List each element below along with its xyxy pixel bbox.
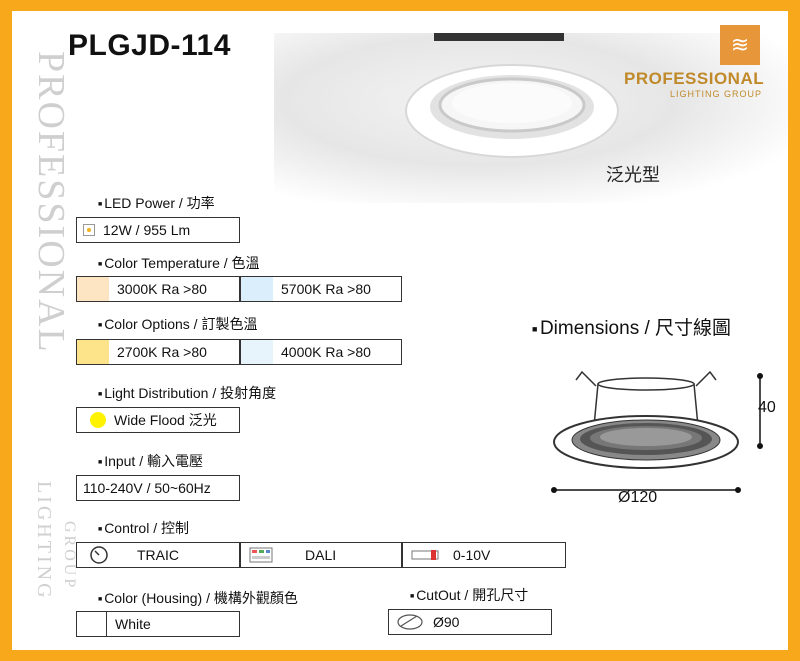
brand-name: PROFESSIONAL — [624, 69, 765, 88]
control-option-traic: TRAIC — [76, 542, 240, 568]
dimension-height: 40 — [758, 399, 776, 416]
led-power-text: 12W / 955 Lm — [103, 222, 191, 238]
control-text-dali: DALI — [305, 547, 337, 563]
color-option-2: 4000K Ra >80 — [240, 339, 402, 365]
color-temp-text-1: 3000K Ra >80 — [117, 281, 207, 297]
color-temp-option-1: 3000K Ra >80 — [76, 276, 240, 302]
warm-swatch — [77, 277, 109, 301]
control-option-dali: DALI — [240, 542, 402, 568]
brand-logo: ≋ PROFESSIONAL LIGHTING GROUP — [624, 25, 784, 105]
cutout-saw-icon — [397, 614, 423, 630]
input-text: 110-240V / 50~60Hz — [83, 480, 211, 496]
color-option-text-2: 4000K Ra >80 — [281, 344, 371, 360]
light-distribution-text: Wide Flood 泛光 — [114, 412, 217, 428]
color-temperature-label: Color Temperature / 色溫 — [98, 253, 259, 273]
color-options-label: Color Options / 訂製色溫 — [98, 314, 257, 334]
brand-mark-icon: ≋ — [720, 25, 760, 65]
warm-white-swatch — [77, 340, 109, 364]
control-label: Control / 控制 — [98, 518, 189, 538]
neutral-white-swatch — [241, 340, 273, 364]
input-label: Input / 輸入電壓 — [98, 451, 203, 471]
light-distribution-value: Wide Flood 泛光 — [76, 407, 240, 433]
color-option-1: 2700K Ra >80 — [76, 339, 240, 365]
led-power-value: 12W / 955 Lm — [76, 217, 240, 243]
dali-panel-icon — [249, 547, 273, 563]
control-option-0-10v: 0-10V — [402, 542, 566, 568]
product-title: PLGJD-114 — [68, 29, 231, 62]
brand-tagline: LIGHTING GROUP — [670, 89, 763, 99]
dimmer-knob-icon — [90, 546, 108, 564]
housing-white-swatch — [77, 612, 107, 636]
dimension-drawing — [551, 370, 763, 493]
cutout-value: Ø90 — [388, 609, 552, 635]
wide-flood-icon — [90, 412, 106, 428]
control-text-0-10v: 0-10V — [453, 547, 491, 563]
vertical-lighting-text: LIGHTING — [33, 481, 55, 601]
led-power-label: LED Power / 功率 — [98, 193, 214, 213]
color-temp-option-2: 5700K Ra >80 — [240, 276, 402, 302]
vertical-group-text: GROUP — [61, 521, 78, 591]
light-distribution-label: Light Distribution / 投射角度 — [98, 383, 276, 403]
color-temp-text-2: 5700K Ra >80 — [281, 281, 371, 297]
housing-label: Color (Housing) / 機構外觀顏色 — [98, 588, 298, 608]
housing-value: White — [76, 611, 240, 637]
dimension-diameter: Ø120 — [618, 489, 658, 506]
input-value: 110-240V / 50~60Hz — [76, 475, 240, 501]
cutout-text: Ø90 — [433, 614, 460, 630]
color-option-text-1: 2700K Ra >80 — [117, 344, 207, 360]
control-text-traic: TRAIC — [137, 547, 179, 563]
cutout-label: CutOut / 開孔尺寸 — [410, 585, 528, 605]
product-photo — [274, 33, 788, 203]
dimensions-label: Dimensions / 尺寸線圖 — [532, 313, 731, 340]
housing-text: White — [115, 616, 151, 632]
slider-control-icon — [411, 550, 439, 560]
product-type-label: 泛光型 — [606, 165, 660, 185]
downlight-photo-icon — [405, 33, 619, 158]
vertical-brand-text: PROFESSIONAL — [30, 51, 72, 354]
spec-sheet: PROFESSIONAL LIGHTING GROUP PLGJD-114 ≋ … — [12, 11, 788, 650]
led-chip-icon — [83, 224, 95, 236]
vertical-watermark: PROFESSIONAL LIGHTING GROUP — [20, 41, 80, 641]
cool-swatch — [241, 277, 273, 301]
